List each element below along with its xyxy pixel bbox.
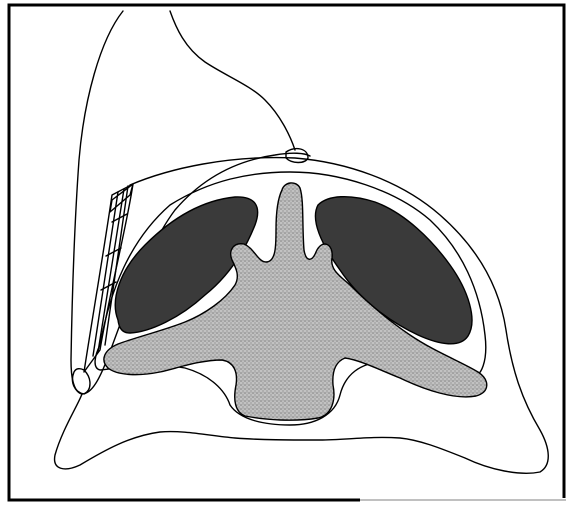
rib-line-1 xyxy=(93,192,118,356)
appendage-right-edge xyxy=(170,11,295,150)
appendage-knob xyxy=(72,369,90,394)
appendage-tip xyxy=(286,149,308,163)
